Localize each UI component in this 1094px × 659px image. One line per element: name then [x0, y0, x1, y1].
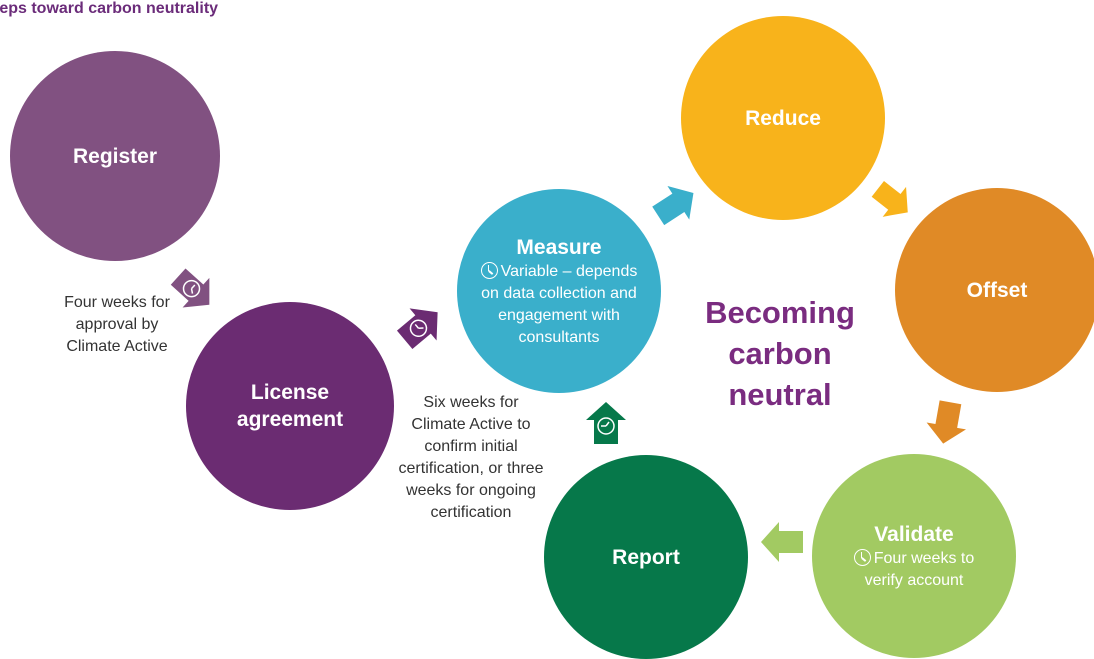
step-measure-detail: Variable – depends on data collection an…	[481, 262, 638, 346]
arrow-measure-to-reduce	[652, 186, 694, 226]
step-report-label: Report	[612, 545, 680, 569]
step-measure-label: Measure	[516, 235, 602, 259]
step-offset: Offset	[895, 188, 1094, 392]
note-approval: Four weeks for approval by Climate Activ…	[64, 294, 170, 355]
clock-icon	[597, 417, 615, 435]
arrow-reduce-to-offset	[871, 181, 908, 217]
step-validate-detail: Four weeks to verify account	[864, 549, 975, 589]
step-reduce: Reduce	[681, 16, 885, 220]
diagram-title: teps toward carbon neutrality	[0, 0, 219, 17]
clock-icon	[182, 279, 201, 298]
step-license-agreement: License agreement	[186, 302, 394, 510]
center-label: Becoming carbon neutral	[705, 295, 855, 412]
step-reduce-label: Reduce	[745, 106, 821, 130]
step-offset-label: Offset	[966, 278, 1028, 302]
arrow-license-to-measure	[396, 308, 438, 350]
arrow-validate-to-report	[761, 522, 803, 562]
arrow-register-to-license	[170, 268, 210, 308]
clock-icon	[409, 319, 428, 338]
clock-icon	[853, 548, 871, 566]
step-register-label: Register	[72, 144, 158, 168]
step-validate-label: Validate	[874, 522, 954, 546]
clock-icon	[480, 261, 498, 279]
arrow-offset-to-validate	[926, 400, 967, 444]
step-license-label: License agreement	[236, 381, 344, 431]
step-report: Report	[544, 455, 748, 659]
step-measure: Measure Variable – depends on data colle…	[457, 189, 661, 393]
note-certification: Six weeks for Climate Active to confirm …	[398, 394, 544, 521]
arrow-report-to-measure	[586, 402, 626, 444]
step-register: Register	[10, 51, 220, 261]
step-validate: Validate Four weeks to verify account	[812, 454, 1016, 658]
